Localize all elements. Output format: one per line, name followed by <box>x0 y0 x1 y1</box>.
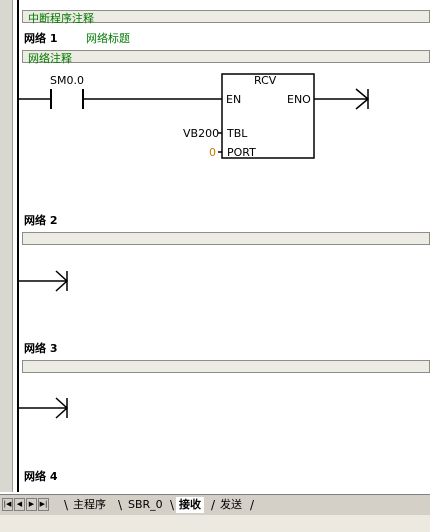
eno-pin-label: ENO <box>287 93 311 106</box>
network-3-rung <box>19 397 69 419</box>
tab-receive[interactable]: 接收 <box>176 497 204 513</box>
first-tab-button[interactable]: |◀ <box>2 498 13 511</box>
left-gutter <box>0 0 13 492</box>
rcv-box-name: RCV <box>254 74 277 87</box>
port-operand[interactable]: 0 <box>209 146 216 159</box>
en-pin-label: EN <box>226 93 242 106</box>
contact-address[interactable]: SM0.0 <box>50 74 84 87</box>
network-1-label[interactable]: 网络 1 <box>24 32 58 45</box>
tab-sbr-0[interactable]: SBR_0 <box>128 498 163 511</box>
horizontal-scrollbar[interactable] <box>0 515 430 532</box>
tab-main-program[interactable]: 主程序 <box>73 498 106 511</box>
prev-tab-button[interactable]: ◀ <box>14 498 25 511</box>
network-4-label[interactable]: 网络 4 <box>24 470 58 483</box>
network-3-label[interactable]: 网络 3 <box>24 342 58 355</box>
last-tab-button[interactable]: ▶| <box>38 498 49 511</box>
program-comment-bar[interactable]: 中断程序注释 <box>22 10 430 25</box>
port-pin-label: PORT <box>227 146 256 159</box>
ladder-graphics <box>19 73 370 419</box>
network-2-rung <box>19 270 69 292</box>
next-tab-button[interactable]: ▶ <box>26 498 37 511</box>
network-1-comment-text: 网络注释 <box>28 52 72 65</box>
network-2-comment-bar[interactable] <box>22 232 430 245</box>
network-1-rung <box>19 73 370 159</box>
tbl-operand[interactable]: VB200 <box>183 127 220 140</box>
network-1-title[interactable]: 网络标题 <box>86 32 130 45</box>
program-tabs: |◀ ◀ ▶ ▶| \ 主程序 \ SBR_0 \ 接收 / 发送 / <box>0 494 430 515</box>
network-2-label[interactable]: 网络 2 <box>24 214 58 227</box>
program-comment-text: 中断程序注释 <box>28 12 94 25</box>
tab-send[interactable]: 发送 <box>220 498 242 511</box>
power-rail <box>17 0 19 492</box>
tbl-pin-label: TBL <box>227 127 248 140</box>
network-3-comment-bar[interactable] <box>22 360 430 373</box>
